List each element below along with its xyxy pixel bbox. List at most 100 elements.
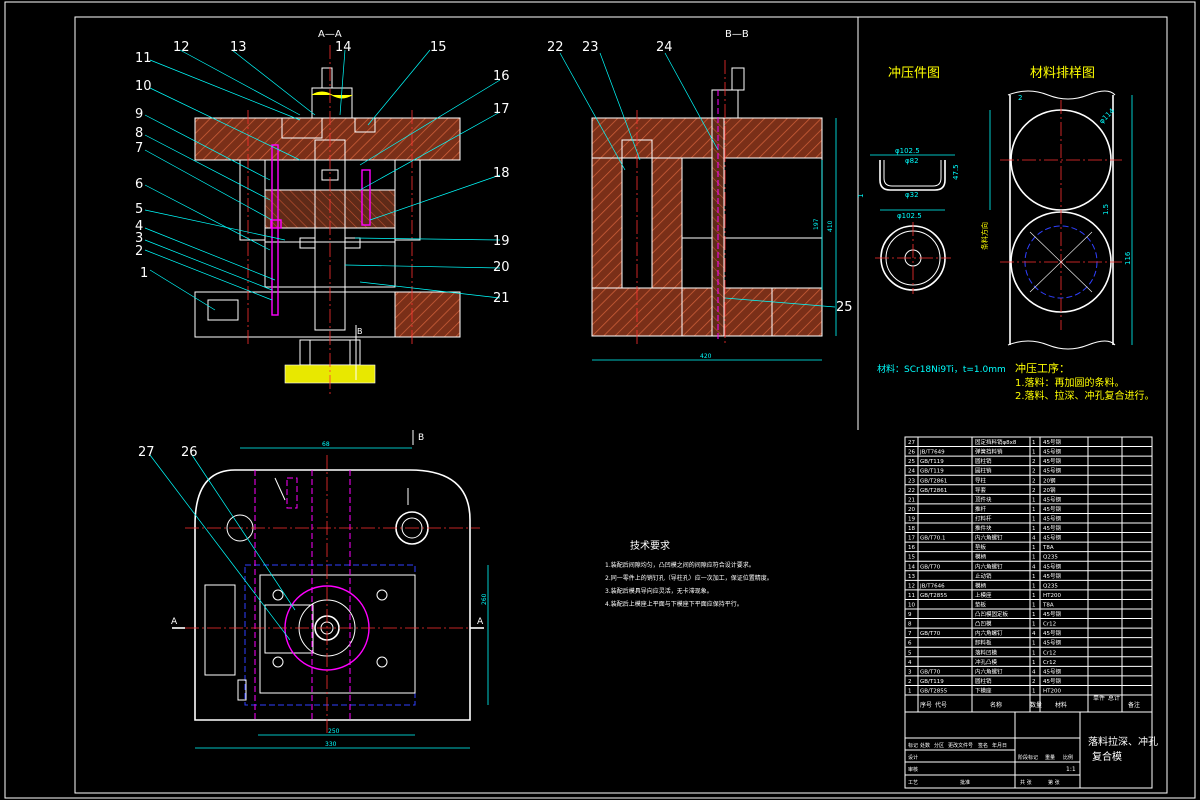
bom-cell: 1 xyxy=(1032,545,1036,551)
bom-cell: 12 xyxy=(908,583,915,589)
bom-cell: 卸料板 xyxy=(975,639,992,647)
strip-break-bottom xyxy=(1007,340,1116,350)
bom-cell: 模柄 xyxy=(975,581,987,589)
bom-cell: 2 xyxy=(908,679,912,685)
plan-mark-1 xyxy=(274,477,286,501)
bom-cell: 1 xyxy=(1032,450,1036,456)
tb-label-scale: 比例 xyxy=(1063,754,1073,761)
bom-cell: 2 xyxy=(1032,469,1036,475)
bom-cell: 6 xyxy=(908,641,912,647)
bom-cell: 8 xyxy=(908,622,912,628)
bom-cell: 上模座 xyxy=(975,591,992,599)
dim-plan-top: 68 xyxy=(322,441,330,448)
dim-layout-margin: 1.5 xyxy=(1102,204,1110,215)
callout-4: 4 xyxy=(135,219,143,234)
plan-pin-slot xyxy=(237,679,247,701)
strip-break-top xyxy=(1007,90,1116,100)
bom-cell: 45号钢 xyxy=(1043,457,1061,465)
tech-req-line-2: 2.同一零件上的销钉孔（导柱孔）应一次加工，保证位置精度。 xyxy=(605,574,773,582)
callout-19: 19 xyxy=(493,234,510,249)
bom-cell: T8A xyxy=(1042,545,1054,551)
tb-label-change: 更改文件号 xyxy=(948,742,973,749)
section-a-right: A xyxy=(477,617,484,627)
cup-inner xyxy=(883,160,942,187)
ejector-left xyxy=(299,339,311,366)
drawing-title-line-1: 落料拉深、冲孔 xyxy=(1088,735,1158,748)
callout-6: 6 xyxy=(135,177,143,192)
bom-cell: 内六角螺钉 xyxy=(975,667,1003,675)
bom-cell: Cr12 xyxy=(1043,622,1056,628)
bom-cell: 10 xyxy=(908,603,915,609)
tb-label-zone: 分区 xyxy=(934,742,944,749)
bom-cell: GB/T70 xyxy=(920,631,941,637)
bom-cell: HT200 xyxy=(1043,689,1061,695)
bom-cell: 1 xyxy=(1032,574,1036,580)
bom-cell: GB/T70.1 xyxy=(920,536,946,542)
bb-lower-cut xyxy=(681,287,773,337)
callout-9: 9 xyxy=(135,107,143,122)
section-aa-title: A—A xyxy=(318,29,342,40)
bom-cell: 4 xyxy=(1032,536,1036,542)
bb-upper-seat xyxy=(591,117,823,159)
shank-break xyxy=(311,91,353,99)
bom-cell: 1 xyxy=(1032,660,1036,666)
callout-14: 14 xyxy=(335,40,352,55)
bom-cell: Q235 xyxy=(1043,583,1058,589)
cup-profile xyxy=(879,160,946,191)
callouts-plan: 27 26 xyxy=(138,445,296,641)
dim-front-h2: 410 xyxy=(827,220,834,232)
bom-cell: 1 xyxy=(1032,603,1036,609)
bom-cell: 导柱 xyxy=(975,476,987,484)
section-aa-view: A—A B xyxy=(194,29,461,395)
plan-die xyxy=(259,574,416,694)
bom-cell: GB/T70 xyxy=(920,669,941,675)
process-step-1: 1.落料：再加圆的条料。 xyxy=(1015,376,1125,389)
bom-cell: 推件块 xyxy=(975,524,992,532)
bom-cell: Cr12 xyxy=(1043,650,1056,656)
lower-die-seat-cut xyxy=(394,291,461,338)
process-title: 冲压工序： xyxy=(1015,361,1070,375)
bom-cell: 45号钢 xyxy=(1043,572,1061,580)
bom-cell: 45号钢 xyxy=(1043,677,1061,685)
bom-cell: 45号钢 xyxy=(1043,448,1061,456)
tb-label-design: 设计 xyxy=(908,754,918,761)
bom-cell: GB/T119 xyxy=(920,469,944,475)
callouts-aa: 1 2 3 4 5 6 7 8 9 10 11 12 13 14 15 16 1… xyxy=(135,40,510,311)
callout-8: 8 xyxy=(135,126,143,141)
tb-scale-value: 1:1 xyxy=(1066,766,1076,773)
bom-cell: 18 xyxy=(908,526,915,532)
bom-cell: 45号钢 xyxy=(1043,667,1061,675)
tb-label-weight: 重量 xyxy=(1045,754,1055,761)
ejector-right xyxy=(349,339,361,366)
section-a-left: A xyxy=(171,617,178,627)
callout-25: 25 xyxy=(836,300,853,315)
bom-cell: GB/T119 xyxy=(920,459,944,465)
outer-frame xyxy=(4,1,1196,799)
bom-cell: GB/T2861 xyxy=(920,478,947,484)
tech-req-line-4: 4.装配后上模座上平面与下模座下平面应保持平行。 xyxy=(605,600,743,608)
stamped-part-title: 冲压件图 xyxy=(888,66,940,81)
bom-cell: 17 xyxy=(908,536,915,542)
spring-left xyxy=(239,159,266,241)
dim-part-hole: φ32 xyxy=(905,191,919,199)
material-note: 材料：SCr18Ni9Ti，t=1.0mm xyxy=(877,363,1006,375)
bb-upper-body xyxy=(681,157,823,239)
bom-cell: 4 xyxy=(1032,631,1036,637)
bom-h-no: 序号 xyxy=(920,701,932,709)
tech-req-line-3: 3.装配后模具导向应灵活，无卡滞现象。 xyxy=(605,587,713,595)
tech-req-line-1: 1.装配后间隙均匀，凸凹模之间的间隙应符合设计要求。 xyxy=(605,561,755,569)
bom-cell: 1 xyxy=(908,689,912,695)
callout-26: 26 xyxy=(181,445,198,460)
tech-requirements: 技术要求 1.装配后间隙均匀，凸凹模之间的间隙应符合设计要求。 2.同一零件上的… xyxy=(605,539,773,608)
bom-cell: 11 xyxy=(908,593,915,599)
bom-cell: 2 xyxy=(1032,459,1036,465)
bom-cell: 21 xyxy=(908,497,915,503)
callout-10: 10 xyxy=(135,79,152,94)
bom-h-unit: 单件 xyxy=(1093,694,1105,702)
callout-23: 23 xyxy=(582,40,599,55)
bom-h-mat: 材料 xyxy=(1055,701,1067,709)
section-bb-title: B—B xyxy=(725,29,749,40)
dim-part-thick: 1 xyxy=(857,194,865,198)
bom-cell: 1 xyxy=(1032,507,1036,513)
inner-frame xyxy=(74,16,1168,794)
